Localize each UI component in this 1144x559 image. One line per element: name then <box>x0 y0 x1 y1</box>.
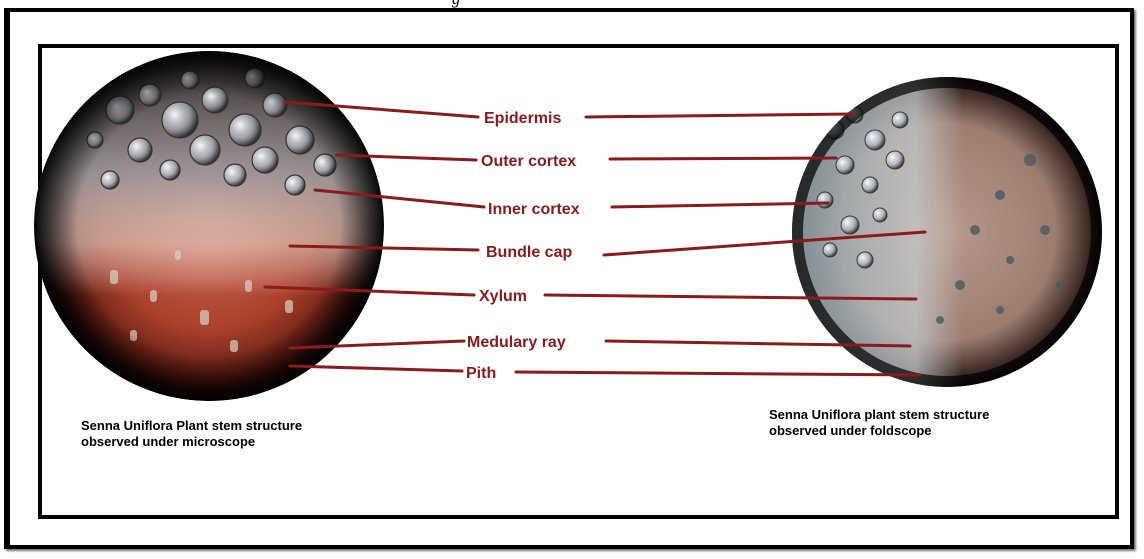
leader-line-pith-right <box>516 372 920 375</box>
label-inner-cortex: Inner cortex <box>488 201 580 218</box>
leader-line-outer-cortex-right <box>610 158 836 159</box>
label-bundle-cap: Bundle cap <box>486 244 572 261</box>
label-medulary-ray: Medulary ray <box>467 334 566 351</box>
microscope-caption: Senna Uniflora Plant stem structure obse… <box>81 418 302 450</box>
foldscope-caption: Senna Uniflora plant stem structure obse… <box>769 407 989 439</box>
microscope-image <box>34 51 384 401</box>
label-outer-cortex: Outer cortex <box>481 153 576 170</box>
foldscope-caption-line2: observed under foldscope <box>769 423 989 439</box>
microscope-caption-line2: observed under microscope <box>81 434 302 450</box>
foldscope-image <box>792 77 1102 387</box>
leader-line-pith-left <box>290 366 462 371</box>
label-xylum: Xylum <box>479 288 527 305</box>
label-epidermis: Epidermis <box>484 110 561 127</box>
foldscope-caption-line1: Senna Uniflora plant stem structure <box>769 407 989 423</box>
microscope-caption-line1: Senna Uniflora Plant stem structure <box>81 418 302 434</box>
leader-line-epidermis-right <box>586 114 852 117</box>
label-pith: Pith <box>466 365 496 382</box>
